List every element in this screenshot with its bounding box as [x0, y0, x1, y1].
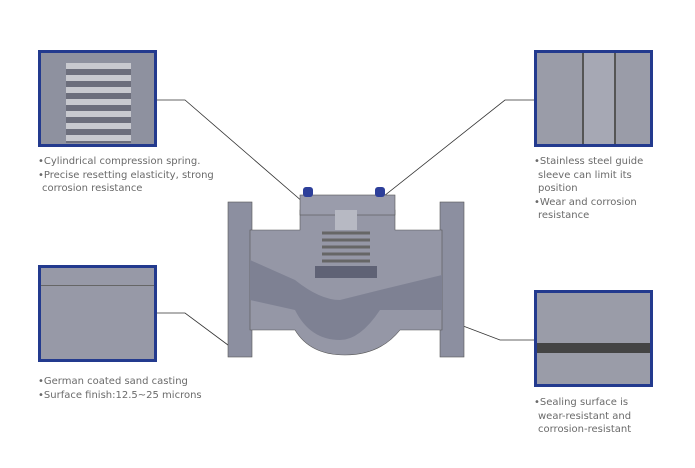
- caption-line: •Wear and corrosion: [534, 196, 637, 208]
- caption-line: •Precise resetting elasticity, strong: [38, 169, 214, 181]
- sealing-detail-image: [534, 290, 653, 387]
- caption-line: •German coated sand casting: [38, 376, 188, 387]
- check-valve-body: [227, 187, 465, 358]
- caption-line: •Sealing surface is: [534, 397, 629, 408]
- caption-line: corrosion-resistant: [538, 424, 632, 435]
- guide-caption: •Stainless steel guide sleeve can limit …: [534, 155, 643, 223]
- caption-line: wear-resistant and: [538, 410, 632, 422]
- casting-detail-image: [38, 265, 157, 362]
- bolt-right: [375, 187, 385, 197]
- sealing-caption: •Sealing surface is wear-resistant and c…: [534, 396, 631, 437]
- caption-line: •Surface finish:12.5~25 microns: [38, 389, 202, 401]
- spring-detail-image: [38, 50, 157, 147]
- caption-line: •Cylindrical compression spring.: [38, 156, 201, 167]
- spring: [322, 231, 370, 263]
- spring-caption: •Cylindrical compression spring. •Precis…: [38, 155, 214, 196]
- bolt-left: [303, 187, 313, 197]
- caption-line: •Stainless steel guide: [534, 156, 644, 167]
- caption-line: corrosion resistance: [42, 183, 143, 194]
- casting-caption: •German coated sand casting •Surface fin…: [38, 375, 202, 402]
- caption-line: resistance: [538, 210, 590, 221]
- guide-sleeve-detail-image: [534, 50, 653, 147]
- caption-line: position: [538, 183, 578, 194]
- caption-line: sleeve can limit its: [538, 169, 632, 181]
